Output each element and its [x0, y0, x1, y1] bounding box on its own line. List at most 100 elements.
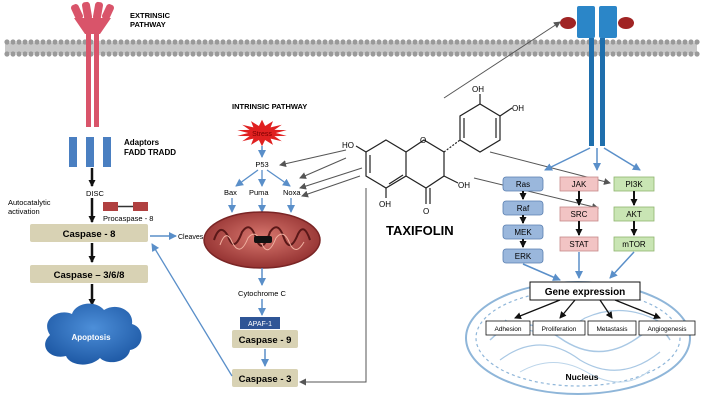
- membrane-head-top: [532, 39, 538, 45]
- membrane-head-bottom: [28, 51, 34, 57]
- membrane-head-bottom: [406, 51, 412, 57]
- stress-burst-shape: [237, 119, 287, 147]
- src-label: SRC: [571, 210, 588, 219]
- caspase-8-box: [30, 224, 148, 242]
- membrane-head-bottom: [448, 51, 454, 57]
- membrane-head-top: [466, 39, 472, 45]
- membrane-head-top: [514, 39, 520, 45]
- membrane-head-bottom: [664, 51, 670, 57]
- cell-membrane: [4, 39, 700, 57]
- erk-label: ERK: [515, 252, 532, 261]
- membrane-head-bottom: [568, 51, 574, 57]
- membrane-head-bottom: [136, 51, 142, 57]
- membrane-head-bottom: [328, 51, 334, 57]
- membrane-head-bottom: [442, 51, 448, 57]
- membrane-head-top: [394, 39, 400, 45]
- arrow-gene-proliferation: [559, 299, 576, 319]
- membrane-head-top: [160, 39, 166, 45]
- membrane-head-bottom: [490, 51, 496, 57]
- membrane-head-top: [202, 39, 208, 45]
- caspase-3-box: [232, 369, 298, 387]
- metastasis-box: [587, 320, 637, 336]
- membrane-head-bottom: [676, 51, 682, 57]
- membrane-head-bottom: [520, 51, 526, 57]
- membrane-head-top: [46, 39, 52, 45]
- membrane-head-bottom: [166, 51, 172, 57]
- membrane-head-bottom: [382, 51, 388, 57]
- membrane-head-bottom: [334, 51, 340, 57]
- membrane-head-top: [256, 39, 262, 45]
- membrane-head-bottom: [412, 51, 418, 57]
- proliferation-label: Proliferation: [542, 326, 577, 333]
- membrane-head-bottom: [436, 51, 442, 57]
- membrane-head-bottom: [250, 51, 256, 57]
- membrane-head-bottom: [226, 51, 232, 57]
- membrane-head-top: [604, 39, 610, 45]
- membrane-head-top: [148, 39, 154, 45]
- membrane-head-top: [286, 39, 292, 45]
- membrane-head-top: [40, 39, 46, 45]
- membrane-head-bottom: [16, 51, 22, 57]
- membrane-head-top: [580, 39, 586, 45]
- membrane-head-bottom: [310, 51, 316, 57]
- membrane-head-top: [34, 39, 40, 45]
- membrane-head-top: [220, 39, 226, 45]
- membrane-head-top: [418, 39, 424, 45]
- stress-burst: Stress: [237, 119, 287, 147]
- membrane-head-bottom: [124, 51, 130, 57]
- membrane-head-top: [76, 39, 82, 45]
- membrane-head-bottom: [640, 51, 646, 57]
- membrane-head-bottom: [220, 51, 226, 57]
- membrane-head-top: [688, 39, 694, 45]
- membrane-head-top: [664, 39, 670, 45]
- ring-a-double-2: [388, 174, 404, 185]
- membrane-head-bottom: [364, 51, 370, 57]
- membrane-head-top: [502, 39, 508, 45]
- membrane-head-bottom: [544, 51, 550, 57]
- membrane-head-bottom: [532, 51, 538, 57]
- disc-label: DISC: [86, 189, 105, 198]
- membrane-head-top: [490, 39, 496, 45]
- taxifolin-label: TAXIFOLIN: [386, 223, 454, 238]
- membrane-head-top: [130, 39, 136, 45]
- membrane-head-bottom: [454, 51, 460, 57]
- mtor-label: mTOR: [622, 240, 646, 249]
- membrane-head-top: [16, 39, 22, 45]
- membrane-head-bottom: [316, 51, 322, 57]
- membrane-head-top: [304, 39, 310, 45]
- membrane-head-top: [520, 39, 526, 45]
- membrane-head-top: [262, 39, 268, 45]
- arrow-tax-to-noxa-3: [301, 175, 361, 198]
- mol-oh-b2: OH: [472, 85, 484, 94]
- membrane-head-top: [340, 39, 346, 45]
- extrinsic-death-receptor: [70, 1, 115, 127]
- membrane-head-top: [484, 39, 490, 45]
- membrane-head-top: [226, 39, 232, 45]
- membrane-head-bottom: [184, 51, 190, 57]
- membrane-head-bottom: [196, 51, 202, 57]
- membrane-head-bottom: [70, 51, 76, 57]
- puma-label: Puma: [249, 188, 269, 197]
- membrane-head-top: [118, 39, 124, 45]
- membrane-head-top: [136, 39, 142, 45]
- jak-label: JAK: [572, 180, 587, 189]
- receptor-right-stalk-left: [589, 38, 594, 146]
- membrane-head-bottom: [256, 51, 262, 57]
- membrane-head-bottom: [346, 51, 352, 57]
- membrane-head-bottom: [388, 51, 394, 57]
- angiogenesis-box: [638, 320, 696, 336]
- membrane-head-top: [334, 39, 340, 45]
- oh-b1-bond: [499, 107, 513, 117]
- membrane-head-bottom: [574, 51, 580, 57]
- membrane-head-top: [382, 39, 388, 45]
- arrow-p53-to-bax: [235, 169, 259, 187]
- extrinsic-label-2: PATHWAY: [130, 20, 166, 29]
- membrane-head-top: [106, 39, 112, 45]
- membrane-head-bottom: [352, 51, 358, 57]
- membrane-head-bottom: [622, 51, 628, 57]
- membrane-head-bottom: [190, 51, 196, 57]
- membrane-head-top: [388, 39, 394, 45]
- membrane-head-top: [10, 39, 16, 45]
- membrane-head-bottom: [502, 51, 508, 57]
